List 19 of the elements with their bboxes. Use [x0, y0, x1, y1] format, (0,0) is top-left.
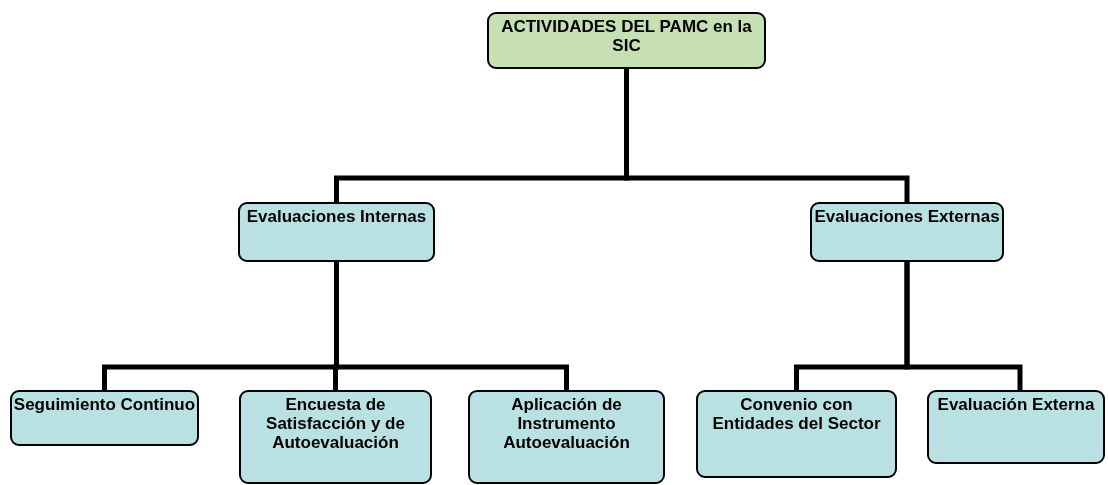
node-label: Encuesta de Satisfacción y de Autoevaluación [265, 395, 406, 452]
node-label: Convenio con Entidades del Sector [711, 395, 882, 433]
process-box [10, 390, 199, 446]
node-label: Evaluaciones Externas [814, 207, 1000, 226]
process-box [696, 390, 897, 478]
process-box [927, 390, 1105, 464]
process-box [487, 12, 766, 69]
connector-line [904, 262, 1023, 390]
process-box [810, 202, 1004, 262]
process-box [239, 390, 432, 484]
connector-line [334, 262, 569, 390]
node-label: Evaluaciones Internas [246, 207, 427, 226]
node-label: Evaluación Externa [937, 395, 1095, 414]
connector-line [624, 69, 910, 202]
node-label: Aplicación de Instrumento Autoevaluación [502, 395, 631, 452]
node-label: Seguimiento Continuo [13, 395, 196, 414]
node-label: ACTIVIDADES DEL PAMC en la SIC [500, 17, 753, 55]
process-box [468, 390, 665, 484]
process-box [238, 202, 435, 262]
